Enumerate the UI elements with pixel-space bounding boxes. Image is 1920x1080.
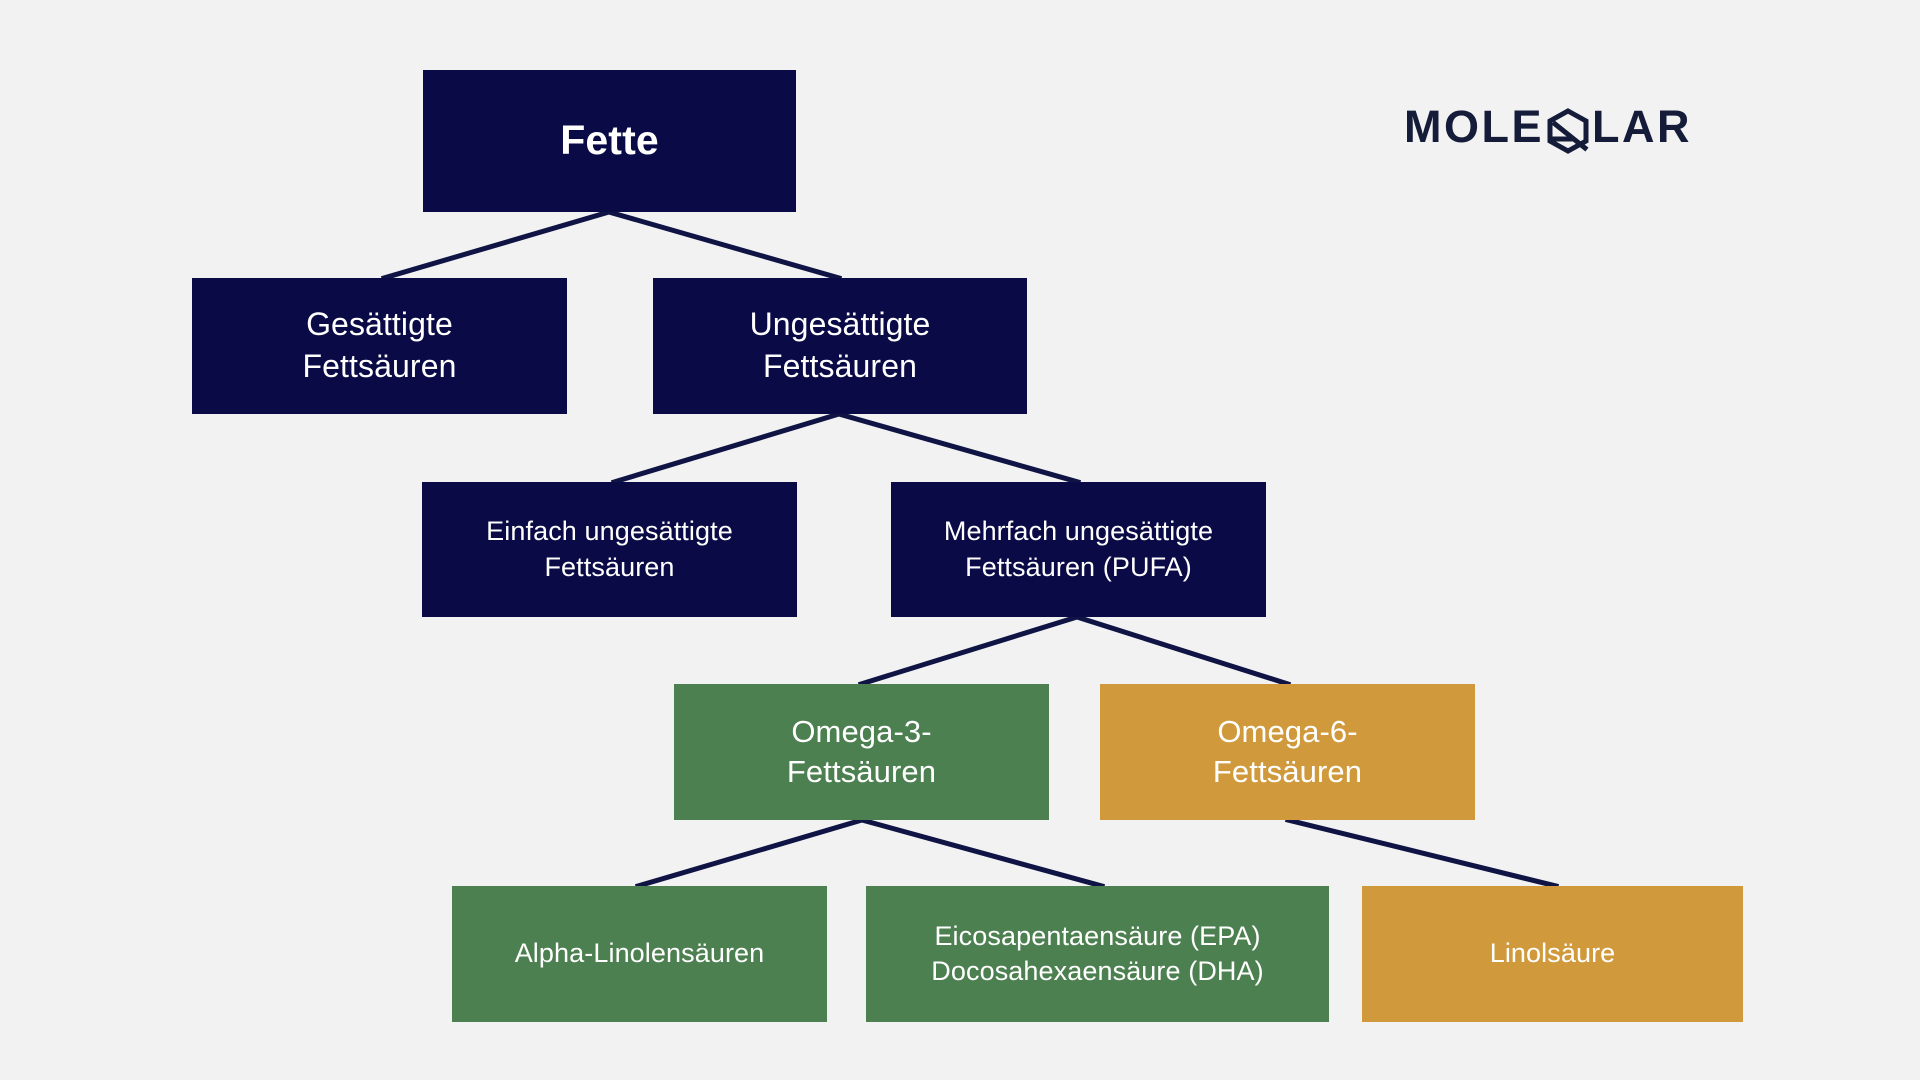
node-omega6-line-1: Omega-6-: [1217, 713, 1358, 749]
node-omega-6-fettsaeuren[interactable]: Omega-6- Fettsäuren: [1100, 684, 1475, 820]
node-omega3-line-1: Omega-3-: [791, 713, 932, 749]
node-gesaettigte-fettsaeuren[interactable]: Gesättigte Fettsäuren: [192, 278, 567, 414]
node-einfach-line-1: Einfach ungesättigte: [486, 516, 733, 547]
node-epadha-label: Eicosapentaensäure (EPA) Docosahexaensäu…: [876, 919, 1319, 989]
node-epadha-line-1: Eicosapentaensäure (EPA): [934, 920, 1261, 951]
edge-omega3-ala: [634, 816, 866, 890]
edge-mehrfach-omega3: [857, 613, 1081, 688]
node-omega3-line-2: Fettsäuren: [786, 754, 937, 789]
moleqlar-logo: MOLE LAR: [1404, 100, 1692, 154]
node-mehrfach-line-1: Mehrfach ungesättigte: [943, 516, 1214, 547]
edge-fette-gesaettigte: [380, 208, 613, 282]
edge-fette-ungesaettigte: [605, 208, 843, 282]
node-ungesaettigte-fettsaeuren[interactable]: Ungesättigte Fettsäuren: [653, 278, 1027, 414]
node-epa-dha[interactable]: Eicosapentaensäure (EPA) Docosahexaensäu…: [866, 886, 1329, 1022]
node-gesaettigte-line-2: Fettsäuren: [302, 348, 457, 384]
node-linolsaeure-label: Linolsäure: [1372, 936, 1733, 971]
logo-text-before: MOLE: [1404, 100, 1544, 152]
node-fette-line-1: Fette: [560, 117, 659, 164]
node-gesaettigte-line-1: Gesättigte: [306, 306, 453, 343]
node-ungesaettigte-line-2: Fettsäuren: [763, 348, 917, 384]
edge-omega3-epadha: [858, 816, 1106, 890]
hexagon-molecule-q-icon: [1545, 108, 1591, 154]
node-omega-3-fettsaeuren[interactable]: Omega-3- Fettsäuren: [674, 684, 1049, 820]
node-einfach-ungesaettigte[interactable]: Einfach ungesättigte Fettsäuren: [422, 482, 797, 617]
node-linolsaeure-line-1: Linolsäure: [1489, 938, 1616, 969]
edge-ungesaettigte-mehrfach: [835, 410, 1082, 486]
node-omega3-label: Omega-3- Fettsäuren: [684, 712, 1039, 793]
node-fette[interactable]: Fette: [423, 70, 796, 212]
node-mehrfach-label: Mehrfach ungesättigte Fettsäuren (PUFA): [901, 514, 1256, 584]
node-alpha-linolensaeuren[interactable]: Alpha-Linolensäuren: [452, 886, 827, 1022]
node-omega6-line-2: Fettsäuren: [1212, 754, 1363, 789]
node-ala-line-1: Alpha-Linolensäuren: [514, 938, 765, 969]
node-fette-label: Fette: [433, 114, 786, 167]
node-einfach-label: Einfach ungesättigte Fettsäuren: [432, 514, 787, 584]
node-mehrfach-ungesaettigte[interactable]: Mehrfach ungesättigte Fettsäuren (PUFA): [891, 482, 1266, 617]
node-ungesaettigte-label: Ungesättigte Fettsäuren: [663, 304, 1017, 387]
node-einfach-line-2: Fettsäuren: [544, 551, 675, 582]
node-ala-label: Alpha-Linolensäuren: [462, 936, 817, 971]
logo-text-after: LAR: [1592, 100, 1692, 152]
node-gesaettigte-label: Gesättigte Fettsäuren: [202, 304, 557, 387]
edge-omega6-linolsaeure: [1284, 816, 1560, 890]
node-linolsaeure[interactable]: Linolsäure: [1362, 886, 1743, 1022]
edge-ungesaettigte-einfach: [610, 410, 843, 486]
edge-mehrfach-omega6: [1073, 613, 1292, 688]
node-omega6-label: Omega-6- Fettsäuren: [1110, 712, 1465, 793]
node-mehrfach-line-2: Fettsäuren (PUFA): [965, 551, 1192, 582]
node-ungesaettigte-line-1: Ungesättigte: [749, 306, 931, 343]
node-epadha-line-2: Docosahexaensäure (DHA): [931, 956, 1264, 986]
